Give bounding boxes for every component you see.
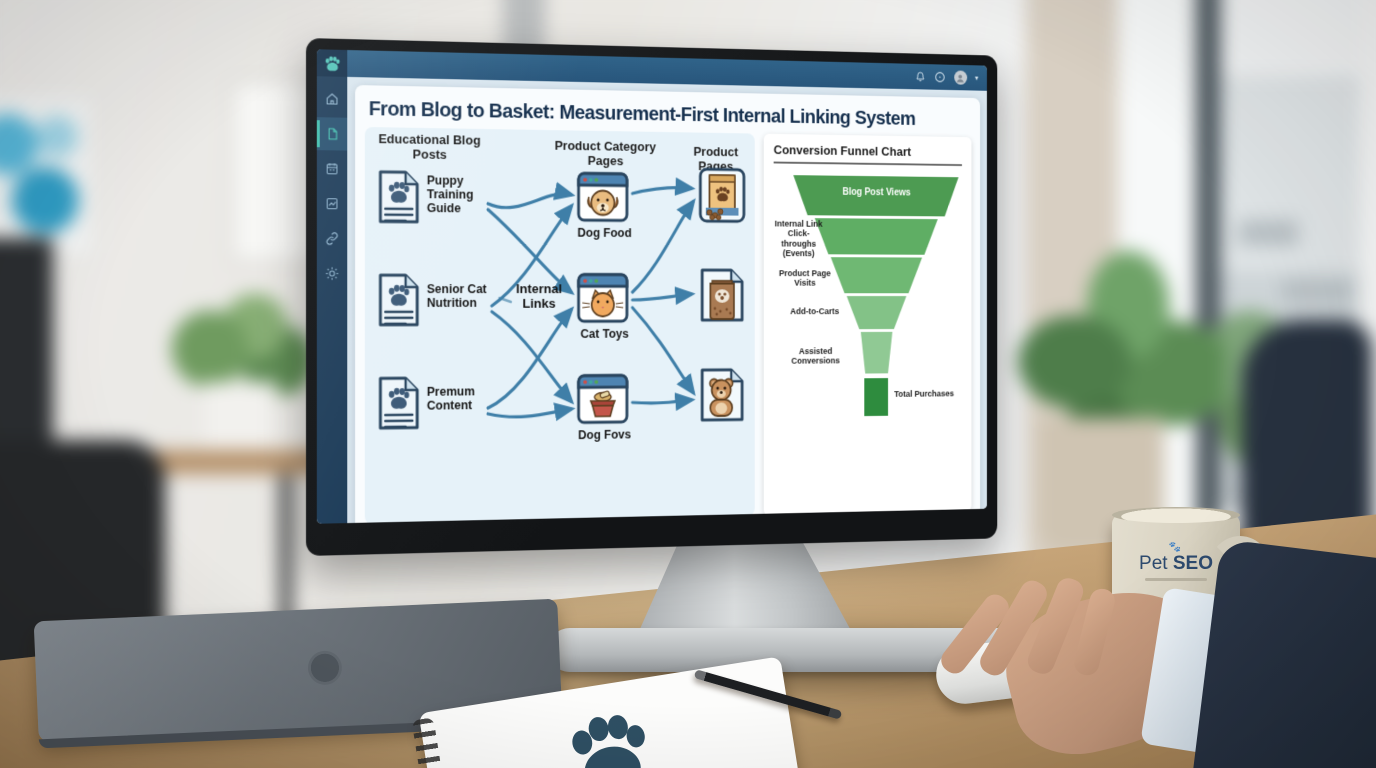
sidebar-item-home[interactable] [317,82,347,116]
sidebar-item-links[interactable] [317,222,347,255]
category-node [577,373,629,424]
chart-icon [325,196,340,211]
blog-post-node [377,272,422,328]
mug-paw-leaf-logo: 🐾 [1168,542,1184,553]
monitor: ▾ [306,38,997,556]
blog-doc-icon-paw [377,375,422,431]
browser-cat-icon [577,273,629,324]
dog-food-bag-icon [699,167,746,223]
product-page-node [699,267,746,323]
blog-doc-icon-paw [377,169,422,225]
funnel-stage-label: Blog Post Views [842,187,911,199]
suit-sleeve [1192,538,1376,768]
blog-post-label: Senior Cat Nutrition [426,282,487,310]
cat-food-bag-icon [699,267,746,323]
category-node [577,171,629,222]
app-topbar: ▾ [316,49,987,91]
calendar-icon [325,161,340,176]
help-circle-icon[interactable] [934,70,946,83]
product-page-node [699,367,746,423]
funnel-title: Conversion Funnel Chart [773,142,962,167]
sidebar-item-documents[interactable] [316,117,348,151]
avatar-caret-icon[interactable]: ▾ [974,73,979,82]
funnel-stage-4 [847,296,907,329]
browser-dog-icon [577,171,629,222]
blog-post-node [377,169,422,225]
user-avatar[interactable] [954,70,968,85]
topbar-actions: ▾ [914,69,987,85]
settings-gear-icon [325,266,340,281]
background-monitor [0,238,53,443]
product-page-node [699,167,746,223]
category-label: Dog Fovs [578,427,632,443]
mug-rim [1112,507,1240,523]
blog-doc-icon-paw [377,272,422,328]
blog-post-label: Premum Content [426,384,475,413]
paw-logo-icon [326,56,340,71]
funnel-chart: Blog Post Views Internal Link Click-thro… [772,167,964,510]
browser-bowl-icon [577,373,629,424]
small-plant-leaves [165,280,315,395]
funnel-stage-label: Product Page Visits [778,268,831,288]
funnel-stage-label: Assisted Conversions [791,346,840,366]
conversion-funnel-panel: Conversion Funnel Chart Blog Post Views [763,133,972,516]
sidebar-item-analytics[interactable] [317,187,347,220]
link-icon [327,231,340,246]
notebook-spiral [411,717,455,768]
blog-post-label: Puppy Training Guide [426,173,474,216]
wall-poster-teal [0,98,90,253]
link-arrows [365,127,755,497]
mug-subtext-line [1145,578,1207,581]
funnel-stage-label: Total Purchases [894,388,955,399]
funnel-stage-3 [831,257,922,293]
sidebar-item-settings[interactable] [317,257,347,290]
spiral-notebook [411,656,804,768]
building-block [1238,220,1298,246]
internal-links-label: Internal Links [516,281,563,311]
internal-linking-flowchart: Educational Blog Posts Product Category … [365,127,755,524]
laptop-logo [307,650,343,686]
notifications-bell-icon[interactable] [914,70,926,83]
funnel-stage-label: Internal Link Click-throughs (Events) [774,218,823,259]
funnel-stage-5 [861,332,893,374]
category-label: Dog Food [577,225,632,240]
content-card: From Blog to Basket: Measurement-First I… [355,85,980,524]
notebook-paw-print [572,715,645,768]
mug-text-light: Pet [1139,553,1173,574]
teddy-bear-toy-icon [699,367,746,423]
mug-text-bold: SEO [1172,553,1213,574]
app-sidebar [316,76,348,524]
sidebar-item-calendar[interactable] [317,152,347,185]
funnel-stage-2 [815,218,938,255]
app-main: From Blog to Basket: Measurement-First I… [347,77,987,523]
app-screen: ▾ [317,49,987,523]
category-node [577,273,629,324]
document-icon [328,128,338,141]
mug-print: 🐾 Pet SEO [1112,542,1240,581]
app-logo[interactable] [316,49,348,77]
category-label: Cat Toys [580,327,629,341]
blog-post-node [377,375,422,431]
funnel-stage-label: Add-to-Carts [790,306,840,317]
page-title: From Blog to Basket: Measurement-First I… [368,97,916,130]
home-icon [325,91,340,106]
funnel-stage-6 [864,378,889,417]
